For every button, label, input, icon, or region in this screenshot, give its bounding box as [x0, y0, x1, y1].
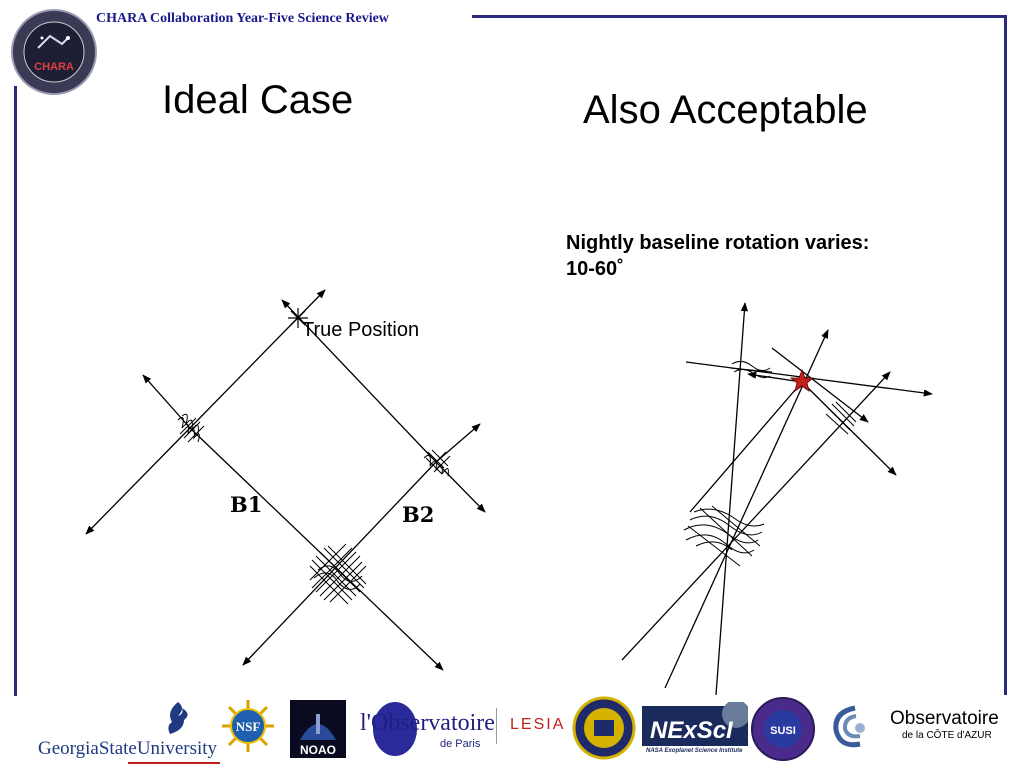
b1-fringe-axis-upper: [142, 374, 191, 429]
nexsci-tagline: NASA Exoplanet Science Institute: [646, 748, 743, 754]
gsu-logo: GeorgiaStateUniversity: [38, 700, 220, 766]
b2-axis-upper: [281, 299, 437, 463]
susi-logo: SUSI: [750, 696, 816, 762]
upper-fringe-packet: [729, 360, 773, 379]
nsf-logo: NSF: [220, 698, 276, 754]
true-position-label: True Position: [302, 319, 419, 341]
nsf-text: NSF: [236, 719, 261, 734]
ideal-case-heading: Ideal Case: [162, 78, 354, 122]
observatoire-cote-azur-logo: Observatoire de la CÔTE d'AZUR: [890, 708, 1002, 748]
lesia-divider: [496, 708, 497, 744]
line-f: [771, 347, 869, 423]
crossing-fringe-packet: [309, 543, 367, 605]
b2-axis-lower: [435, 461, 486, 513]
note-line-1: Nightly baseline rotation varies:: [566, 232, 870, 254]
b2-baseline-upper: [435, 423, 481, 463]
b1-fringe-axis-lower: [189, 427, 444, 671]
acceptable-case-diagram: [621, 302, 933, 696]
b1-upper-right-arrow: [189, 289, 326, 429]
header-rule: [472, 15, 1006, 18]
gsu-underline: [128, 762, 220, 764]
true-position-star: [288, 308, 308, 328]
right-fringe-packet: [825, 401, 857, 435]
line-b: [664, 329, 829, 689]
chara-logo-text: CHARA: [34, 61, 74, 73]
susi-text: SUSI: [770, 725, 796, 737]
baseline-label-b2: B2: [402, 502, 434, 527]
b1-lower-left-arrow: [85, 427, 191, 535]
observatoire-paris-wordmark: l'Observatoire: [360, 710, 495, 736]
line-c: [621, 371, 891, 661]
nexsci-text: NExScI: [650, 717, 734, 744]
ideal-case-diagram: [85, 289, 486, 671]
note-line-2: 10-60˚: [566, 258, 624, 280]
gsu-flame-icon: [168, 702, 188, 734]
oca-wordmark: Observatoire: [890, 708, 999, 729]
also-acceptable-heading: Also Acceptable: [583, 88, 868, 132]
noao-text: NOAO: [300, 743, 336, 757]
oca-sub: de la CÔTE d'AZUR: [902, 730, 992, 741]
observatoire-paris-sphere-icon: [373, 702, 417, 756]
swirl-logo: [830, 704, 880, 750]
diagram-canvas: True Position B1 B2: [85, 289, 933, 696]
left-rule: [14, 86, 17, 696]
lesia-text: LESIA: [510, 716, 566, 733]
b2-fringe-packet: [423, 449, 451, 477]
b1-fringe-packet: [177, 413, 205, 443]
footer-logo-strip: GeorgiaStateUniversity NSF NOAO l'Observ…: [30, 694, 1004, 768]
observatoire-paris-logo: l'Observatoire de Paris: [360, 700, 495, 760]
noao-logo: NOAO: [290, 700, 346, 758]
header-title: CHARA Collaboration Year-Five Science Re…: [96, 11, 389, 26]
line-a: [715, 302, 749, 696]
star-icon: [789, 368, 815, 392]
lesia-logo: LESIA: [496, 706, 568, 746]
chara-logo: CHARA: [10, 8, 98, 96]
baseline-rotation-note: Nightly baseline rotation varies: 10-60˚: [566, 230, 986, 282]
baseline-label-b1: B1: [230, 492, 262, 517]
gsu-wordmark: GeorgiaStateUniversity: [38, 738, 218, 759]
university-of-michigan-seal: [572, 696, 636, 760]
observatoire-paris-sub: de Paris: [440, 738, 481, 750]
right-rule: [1004, 15, 1007, 695]
lower-fringe-packet: [683, 505, 765, 567]
line-h: [689, 381, 803, 513]
nexsci-logo: NExScI NASA Exoplanet Science Institute: [642, 700, 750, 760]
